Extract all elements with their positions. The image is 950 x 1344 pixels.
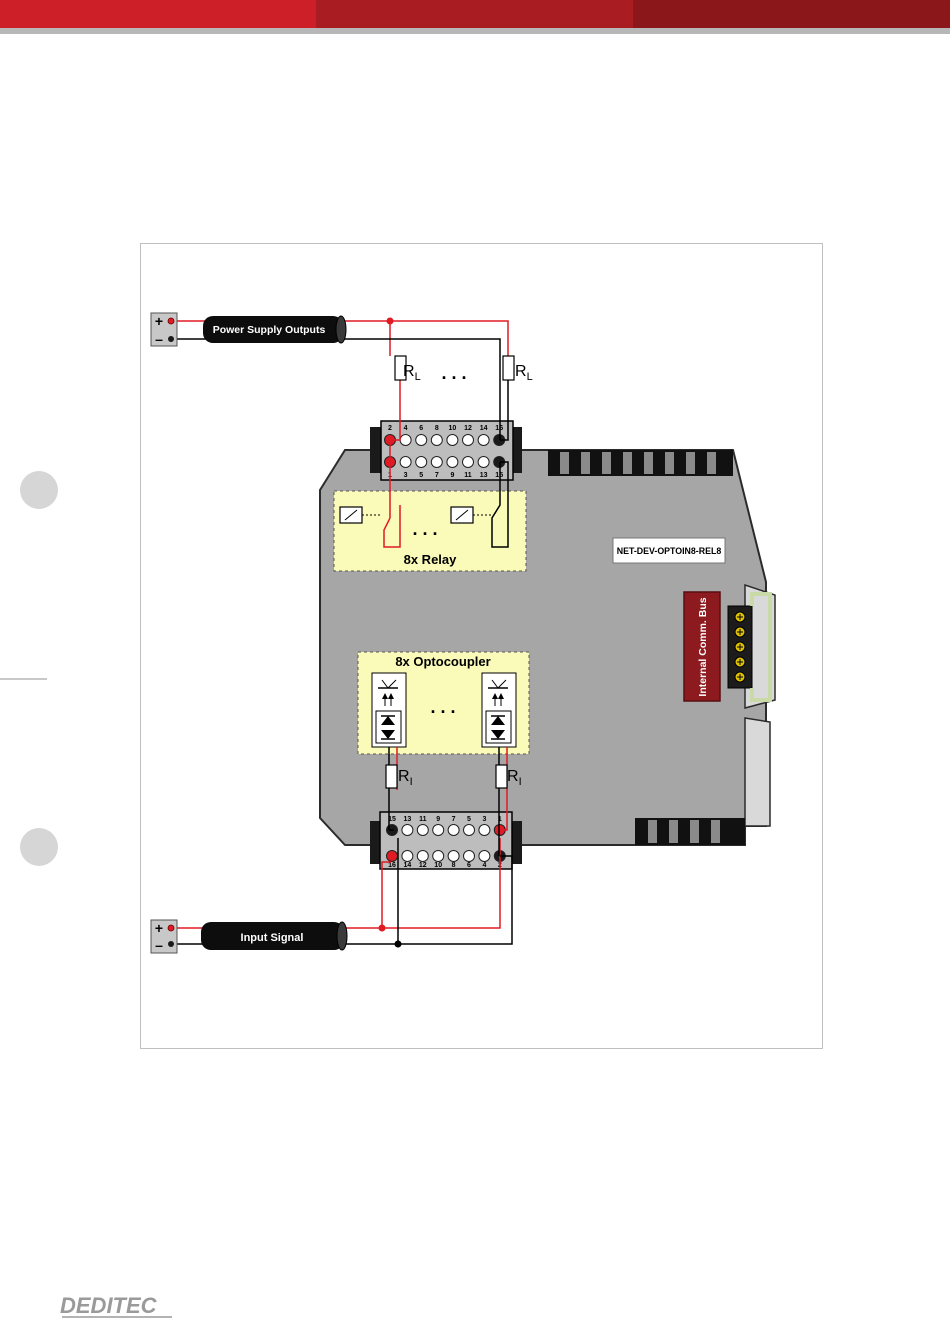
terminal-hole	[402, 825, 413, 836]
deditec-logo: DEDITEC	[60, 1283, 180, 1323]
terminal-hole	[478, 457, 489, 468]
terminal-number: 6	[467, 862, 471, 869]
terminal-number: 7	[435, 472, 439, 479]
relay-ellipsis: . . .	[412, 519, 437, 539]
terminal-number: 9	[436, 816, 440, 823]
terminal-hole	[431, 435, 442, 446]
optocoupler-icon	[372, 673, 406, 747]
terminal-number: 11	[464, 472, 472, 479]
terminal-hole	[402, 851, 413, 862]
terminal-number: 4	[482, 862, 486, 869]
minus-sign: –	[155, 331, 163, 347]
svg-text:DEDITEC: DEDITEC	[60, 1293, 158, 1318]
terminal-number: 9	[450, 472, 454, 479]
terminal-number: 3	[482, 816, 486, 823]
load-ellipsis: . . .	[441, 363, 466, 383]
terminal-hole	[400, 457, 411, 468]
terminal-number: 14	[404, 862, 412, 869]
terminal-number: 12	[464, 425, 472, 432]
terminal-hole	[464, 851, 475, 862]
model-label: NET-DEV-OPTOIN8-REL8	[617, 546, 722, 556]
terminal-number: 2	[388, 425, 392, 432]
terminal-hole	[463, 435, 474, 446]
terminal-hole	[479, 825, 490, 836]
terminal-hole	[478, 435, 489, 446]
terminal-number: 15	[495, 472, 503, 479]
terminal-hole	[448, 851, 459, 862]
terminal-hole	[416, 457, 427, 468]
terminal-number: 16	[495, 425, 503, 432]
plus-sign: +	[155, 313, 163, 329]
optocoupler-ellipsis: . . .	[430, 697, 455, 717]
terminal-number: 8	[452, 862, 456, 869]
terminal-number: 5	[467, 816, 471, 823]
terminal-number: 6	[419, 425, 423, 432]
input-cable-label: Input Signal	[241, 932, 304, 944]
minus-sign: –	[155, 937, 163, 953]
terminal-hole	[400, 435, 411, 446]
optocoupler-icon	[482, 673, 516, 747]
terminal-hole	[387, 851, 398, 862]
terminal-number: 7	[452, 816, 456, 823]
terminal-hole	[448, 825, 459, 836]
plus-sign: +	[155, 920, 163, 936]
terminal-number: 13	[480, 472, 488, 479]
optocoupler-label: 8x Optocoupler	[395, 654, 490, 669]
terminal-hole	[464, 825, 475, 836]
load-resistor-label-right: RL	[515, 363, 533, 383]
terminal-hole	[447, 435, 458, 446]
terminal-hole	[447, 457, 458, 468]
terminal-hole	[433, 825, 444, 836]
terminal-hole	[433, 851, 444, 862]
terminal-number: 11	[419, 816, 427, 823]
terminal-hole	[479, 851, 490, 862]
terminal-number: 10	[434, 862, 442, 869]
terminal-hole	[463, 457, 474, 468]
terminal-number: 14	[480, 425, 488, 432]
terminal-hole	[417, 851, 428, 862]
terminal-number: 16	[388, 862, 396, 869]
terminal-number: 13	[404, 816, 412, 823]
relay-label: 8x Relay	[404, 552, 458, 567]
terminal-number: 3	[404, 472, 408, 479]
terminal-hole	[416, 435, 427, 446]
terminal-number: 12	[419, 862, 427, 869]
terminal-number: 4	[404, 425, 408, 432]
power-cable-label: Power Supply Outputs	[213, 324, 326, 336]
bus-label: Internal Comm. Bus	[697, 597, 709, 696]
terminal-number: 5	[419, 472, 423, 479]
terminal-hole	[431, 457, 442, 468]
terminal-number: 10	[449, 425, 457, 432]
terminal-number: 8	[435, 425, 439, 432]
terminal-hole	[417, 825, 428, 836]
bottom-vent-ribs	[635, 818, 745, 845]
top-vent-ribs	[548, 450, 733, 476]
